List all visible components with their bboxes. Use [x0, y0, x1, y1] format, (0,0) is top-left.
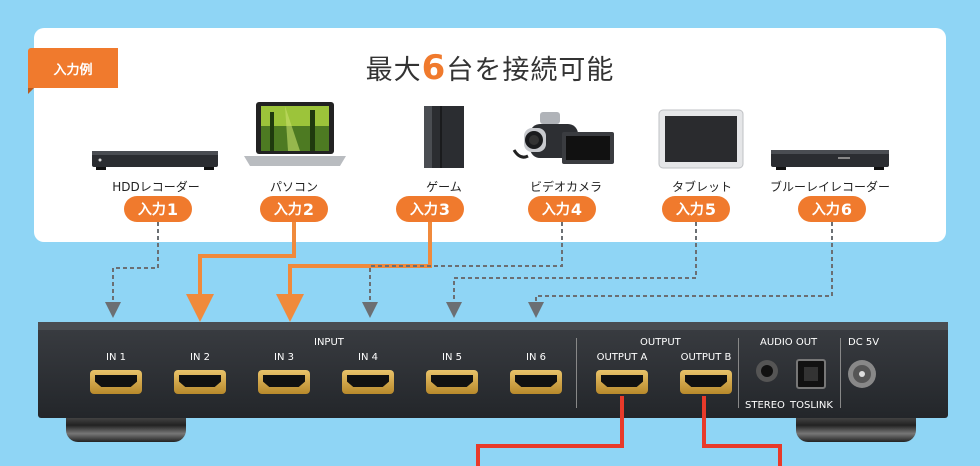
headline-mid: 台	[446, 55, 475, 86]
connection-line-1	[105, 222, 159, 318]
stereo-label: STEREO	[745, 400, 785, 411]
device-label: ブルーレイレコーダー	[769, 180, 890, 194]
port-label-in3: IN 3	[274, 352, 294, 363]
pill-number: 4	[570, 199, 583, 219]
port-label-in4: IN 4	[358, 352, 378, 363]
section-divider	[840, 338, 841, 408]
device-label: パソコン	[269, 180, 318, 194]
hdmi-port-in6	[510, 370, 562, 394]
pill-text: 入力	[273, 202, 302, 218]
example-tag: 入力例	[28, 48, 118, 94]
connection-line-4	[362, 222, 563, 318]
right-foot	[796, 414, 916, 442]
device-label: ゲーム	[426, 180, 462, 194]
hdmi-port-output-b	[680, 370, 732, 394]
device-label: HDDレコーダー	[112, 180, 200, 194]
port-label-in1: IN 1	[106, 352, 126, 363]
hdmi-port-in2	[174, 370, 226, 394]
section-divider	[738, 338, 739, 408]
pill-text: 入力	[541, 202, 570, 218]
port-label-in6: IN 6	[526, 352, 546, 363]
port-label-output-a: OUTPUT A	[596, 352, 648, 363]
hdmi-port-in5	[426, 370, 478, 394]
pill-text: 入力	[409, 202, 438, 218]
left-foot	[66, 414, 186, 442]
panel-top-edge	[38, 322, 948, 330]
connection-line-5	[446, 222, 697, 318]
connection-line-2	[186, 222, 296, 322]
pill-text: 入力	[675, 202, 704, 218]
headline-pre: 最大	[365, 55, 422, 86]
device-label: ビデオカメラ	[529, 180, 602, 194]
hdmi-port-in3	[258, 370, 310, 394]
section-divider	[576, 338, 577, 408]
hdmi-port-output-a	[596, 370, 648, 394]
dc-label: DC 5V	[848, 337, 880, 348]
pill-text: 入力	[137, 202, 166, 218]
device-label: タブレット	[671, 180, 732, 194]
headline-post: を接続可能	[474, 55, 615, 86]
port-label-in5: IN 5	[442, 352, 462, 363]
port-label-output-b: OUTPUT B	[680, 352, 732, 363]
audio-section-label: AUDIO OUT	[760, 337, 818, 348]
headline: 最大6台を接続可能	[0, 48, 980, 88]
toslink-label: TOSLINK	[790, 400, 833, 411]
output-section-label: OUTPUT	[640, 337, 681, 348]
port-label-in2: IN 2	[190, 352, 210, 363]
pill-number: 2	[302, 199, 315, 219]
pill-number: 3	[438, 199, 451, 219]
pill-number: 1	[166, 199, 179, 219]
hdmi-port-in4	[342, 370, 394, 394]
connection-line-6	[528, 222, 833, 318]
pill-number: 6	[840, 199, 853, 219]
hdmi-port-in1	[90, 370, 142, 394]
headline-num: 6	[421, 48, 447, 88]
input-section-label: INPUT	[314, 337, 344, 348]
pill-number: 5	[704, 199, 717, 219]
connection-line-3	[276, 222, 432, 322]
pill-text: 入力	[811, 202, 840, 218]
